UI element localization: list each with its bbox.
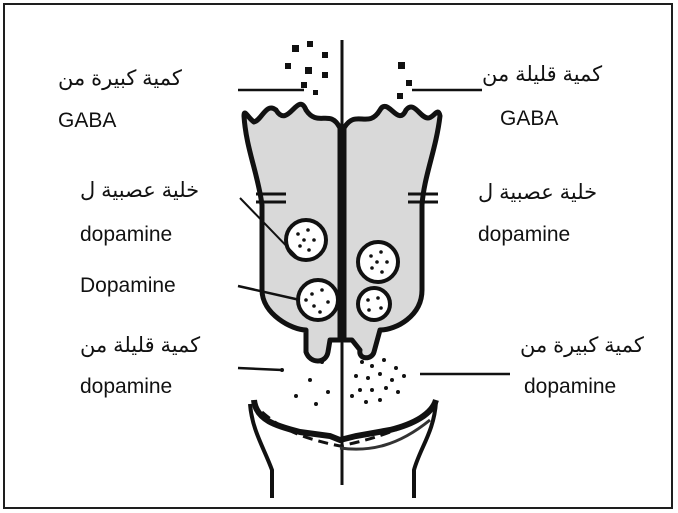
- right-neuron-cell: [344, 106, 440, 357]
- dopamine-dots-left-sparse: [280, 360, 330, 406]
- right-gaba-amount-label: كمية قليلة من: [482, 62, 602, 88]
- left-gaba-name-label: GABA: [58, 108, 116, 134]
- dopamine-dots-right-dense: [350, 358, 406, 404]
- right-dopamine-name-label: dopamine: [524, 374, 616, 400]
- right-gaba-name-label: GABA: [500, 106, 558, 132]
- right-neuron-name-label: dopamine: [478, 222, 570, 248]
- left-dopamine-amount-label: كمية قليلة من: [80, 333, 200, 359]
- left-neuron-name-label: dopamine: [80, 222, 172, 248]
- right-vesicle-upper: [358, 242, 398, 282]
- left-vesicle-upper: [286, 220, 326, 260]
- vesicle-label: Dopamine: [80, 273, 176, 299]
- left-gaba-amount-label: كمية كبيرة من: [58, 66, 182, 92]
- left-dopamine-name-label: dopamine: [80, 374, 172, 400]
- dopamine-left-pointer-line: [238, 368, 282, 370]
- left-neuron-label: خلية عصبية ل: [80, 178, 199, 204]
- right-dopamine-amount-label: كمية كبيرة من: [520, 333, 644, 359]
- gaba-particles: [285, 41, 412, 99]
- right-neuron-label: خلية عصبية ل: [478, 180, 597, 206]
- left-vesicle-releasing: [298, 280, 338, 320]
- right-vesicle-releasing: [358, 288, 390, 320]
